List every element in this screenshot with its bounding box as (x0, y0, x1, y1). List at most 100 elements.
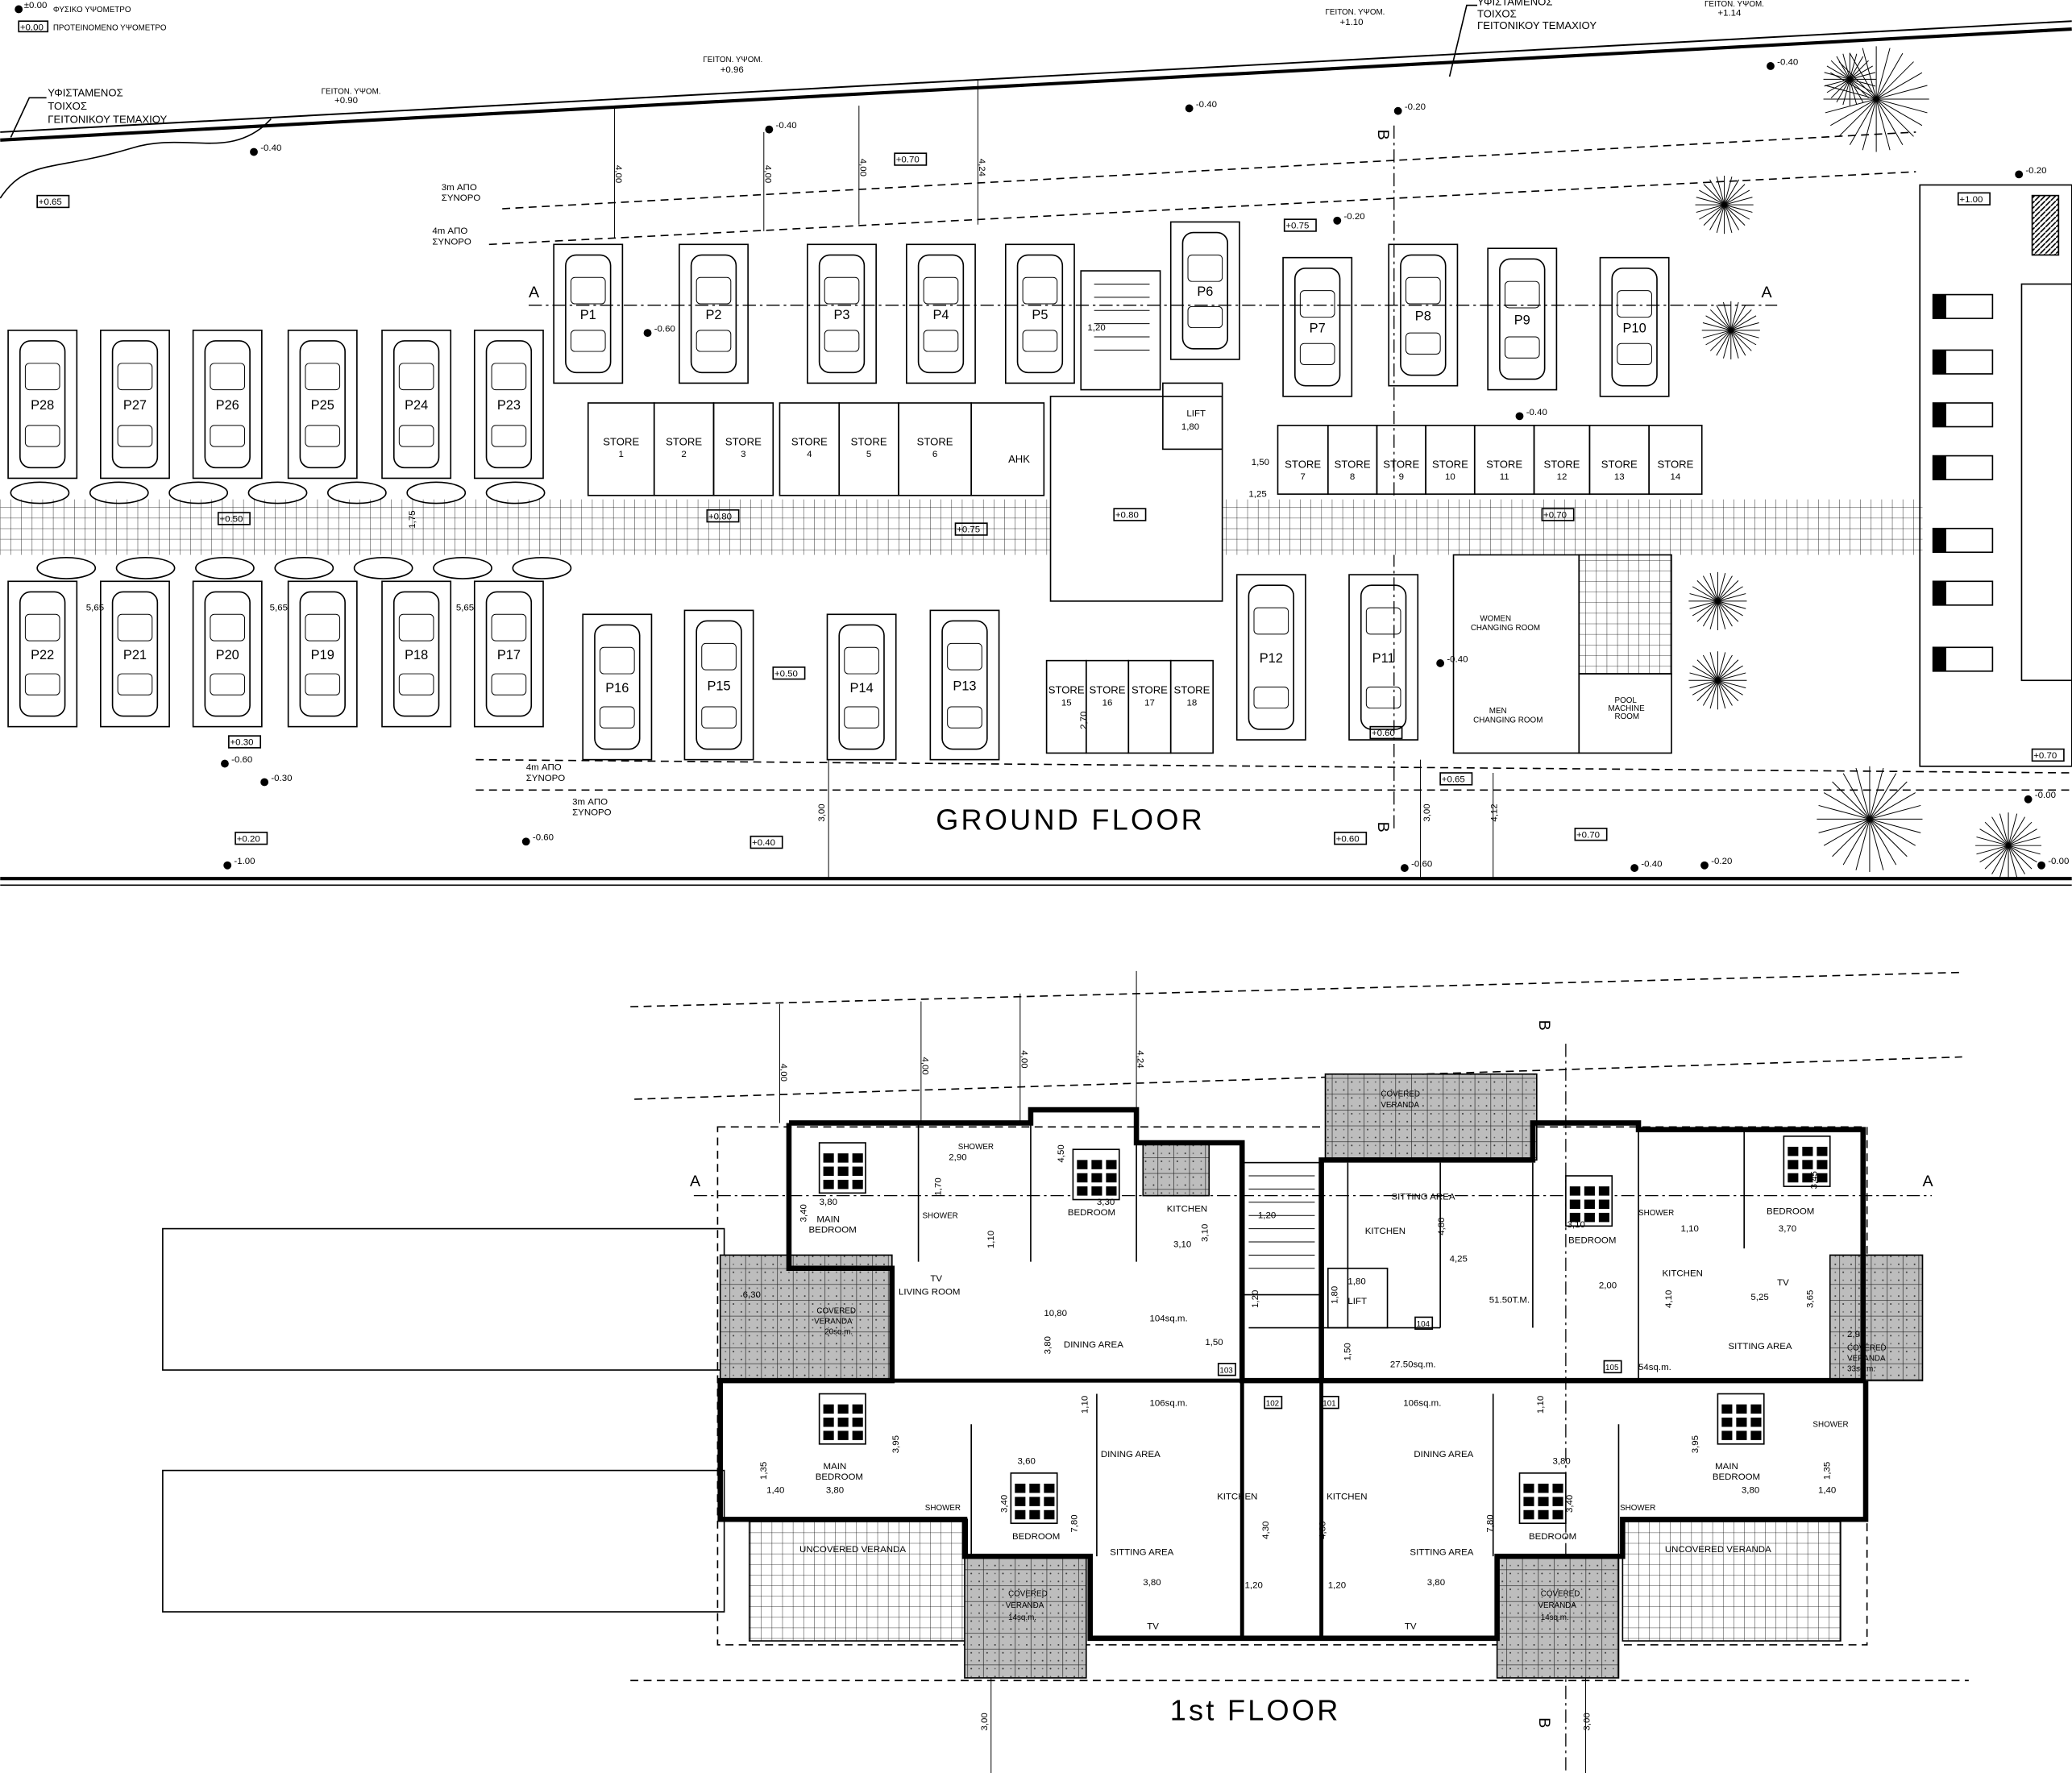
dimension-label: 1,50 (1205, 1338, 1223, 1347)
level-marker-icon (15, 5, 23, 14)
dimension-label: 3,80 (1044, 1336, 1053, 1354)
parking-label: P21 (123, 648, 147, 662)
svg-text:TV: TV (1405, 1621, 1417, 1631)
legend-natural-value: ±0.00 (24, 1, 48, 10)
stair-lobby (1049, 395, 1223, 602)
store-label: STORE (1090, 684, 1126, 696)
proposed-level-marker: +0.30 (228, 735, 262, 749)
shrub-icon (406, 481, 467, 504)
car-icon (19, 340, 66, 469)
boundary-wall (0, 20, 2072, 199)
shrub-icon (36, 556, 97, 579)
svg-text:-1.00: -1.00 (234, 857, 255, 866)
svg-text:KITCHEN: KITCHEN (1327, 1493, 1367, 1502)
parking-label: P16 (605, 681, 629, 695)
svg-text:1,80: 1,80 (1181, 422, 1199, 432)
svg-text:DINING AREA: DINING AREA (1414, 1450, 1473, 1460)
svg-text:+0.65: +0.65 (1442, 774, 1465, 784)
natural-level-marker: -1.00 (223, 857, 255, 870)
svg-text:5,65: 5,65 (86, 603, 104, 612)
tree-icon (1688, 571, 1747, 630)
store-label: STORE (1335, 458, 1371, 470)
dimension-label: 3,80 (1427, 1578, 1445, 1588)
svg-text:102: 102 (1266, 1399, 1279, 1408)
svg-text:SHOWER: SHOWER (925, 1504, 961, 1513)
svg-text:DINING AREA: DINING AREA (1101, 1450, 1161, 1460)
svg-text:3,00: 3,00 (817, 803, 827, 821)
natural-level-marker: -0.40 (250, 143, 281, 156)
dimension-label: 3,40 (1565, 1495, 1575, 1513)
svg-text:BEDROOM: BEDROOM (1713, 1472, 1760, 1482)
proposed-level-marker: +0.20 (235, 831, 268, 845)
parking-label: P2 (705, 308, 721, 322)
dimension-label: 1,40 (1818, 1485, 1836, 1495)
dimension-label: 3,80 (1143, 1578, 1161, 1588)
svg-text:+0.75: +0.75 (957, 525, 980, 535)
car-icon (111, 340, 159, 469)
svg-text:5,65: 5,65 (270, 603, 288, 612)
svg-text:LIFT: LIFT (1186, 409, 1206, 418)
svg-text:VERANDA: VERANDA (814, 1318, 853, 1327)
dimension-label: 3,95 (891, 1435, 901, 1453)
dimension-label: 1,20 (1258, 1210, 1276, 1220)
store-label: STORE (1657, 458, 1693, 470)
car-icon (1181, 231, 1229, 350)
svg-text:SHOWER: SHOWER (923, 1211, 958, 1220)
sun-lounger-icon (1932, 455, 1994, 480)
car-icon (111, 591, 159, 717)
ahk-room: AHK (970, 402, 1045, 496)
svg-text:+0.30: +0.30 (230, 738, 253, 748)
ground-lift: LIFT 1,80 1,20 (1080, 270, 1223, 451)
svg-text:B: B (1535, 1717, 1553, 1728)
svg-text:BEDROOM: BEDROOM (1529, 1532, 1576, 1542)
store-label: STORE (851, 435, 887, 447)
car-icon (1499, 258, 1546, 380)
dimension-label: 1,50 (1343, 1343, 1353, 1360)
svg-text:LIVING ROOM: LIVING ROOM (899, 1288, 960, 1298)
car-icon (485, 340, 533, 469)
svg-text:TV: TV (930, 1274, 942, 1284)
section-mark-b: B (1374, 130, 1392, 140)
svg-text:-0.40: -0.40 (1196, 100, 1217, 110)
sun-lounger-icon (1932, 646, 1994, 672)
parking-space-p7: P7 (1282, 256, 1353, 397)
dimension-label: 7,80 (1486, 1514, 1496, 1532)
svg-text:ΓΕΙΤΟΝΙΚΟΥ ΤΕΜΑΧΙΟΥ: ΓΕΙΤΟΝΙΚΟΥ ΤΕΜΑΧΙΟΥ (1477, 19, 1597, 31)
car-icon (1400, 254, 1447, 376)
parking-space-p15: P15 (683, 609, 754, 761)
first-floor-title: 1st FLOOR (1170, 1693, 1341, 1726)
natural-level-marker: -0.20 (1393, 102, 1426, 115)
svg-text:4,00: 4,00 (857, 159, 867, 176)
dimension-label: 3,40 (999, 1495, 1009, 1513)
store-number: 8 (1350, 472, 1355, 482)
parking-space-p26: P26 (192, 330, 263, 480)
svg-text:4,24: 4,24 (1136, 1050, 1145, 1069)
store-number: 18 (1187, 698, 1198, 708)
svg-text:3,00: 3,00 (1422, 803, 1432, 821)
level-markers: -0.40-0.40-0.40-0.20-0.20-0.40-0.40-0.20… (36, 57, 2069, 872)
parking-label: P19 (311, 648, 334, 662)
proposed-level-marker: +0.70 (1541, 508, 1575, 521)
svg-text:+0.70: +0.70 (1576, 830, 1600, 840)
parking-space-p11: P11 (1348, 574, 1419, 741)
neighbour-levels: ΓΕΙΤΟΝ. ΥΨΟΜ.+0.90 ΓΕΙΤΟΝ. ΥΨΟΜ.+0.96 ΓΕ… (322, 0, 1764, 106)
blank-box (162, 1469, 725, 1613)
svg-text:54sq.m.: 54sq.m. (1638, 1363, 1671, 1372)
svg-text:3m ΑΠΟ: 3m ΑΠΟ (572, 797, 608, 807)
dimension-label: 4,30 (1261, 1522, 1271, 1539)
shrub-icon (89, 481, 149, 504)
svg-text:ΓΕΙΤΟΝ. ΥΨΟΜ.: ΓΕΙΤΟΝ. ΥΨΟΜ. (1326, 8, 1385, 17)
parking-label: P1 (580, 308, 596, 322)
car-icon (1360, 584, 1407, 730)
car-icon (594, 624, 641, 750)
svg-text:-0.00: -0.00 (2035, 791, 2056, 800)
svg-text:SHOWER: SHOWER (1620, 1504, 1655, 1513)
svg-text:BEDROOM: BEDROOM (809, 1226, 857, 1235)
